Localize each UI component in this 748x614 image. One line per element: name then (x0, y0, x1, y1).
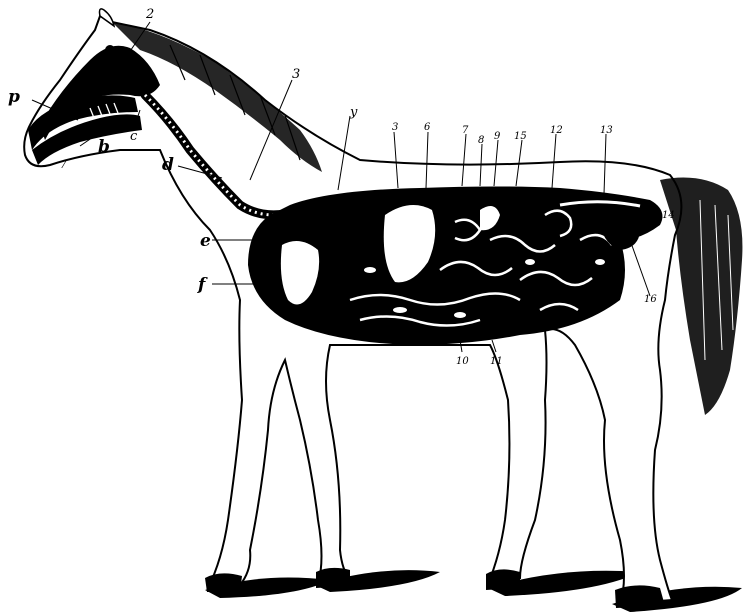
label-p: p (8, 87, 20, 107)
label-b: b (98, 137, 110, 157)
label-13: 13 (600, 125, 613, 136)
label-12: 12 (550, 125, 563, 136)
label-f: f (197, 275, 208, 295)
label-7-head: 7 (60, 160, 67, 171)
label-15: 15 (514, 131, 527, 142)
label-e: e (200, 231, 211, 251)
label-3-body: 3 (392, 122, 398, 133)
eye (105, 45, 115, 55)
label-c: c (130, 129, 138, 144)
label-2: 2 (145, 7, 154, 22)
label-8: 8 (478, 135, 484, 146)
label-14: 14 (662, 210, 675, 221)
label-y: y (349, 105, 358, 120)
label-6: 6 (424, 122, 431, 133)
label-3-neck: 3 (292, 67, 300, 82)
label-17: 17 (594, 300, 607, 311)
label-10: 10 (456, 356, 469, 367)
label-16: 16 (644, 294, 657, 305)
label-7-body: 7 (462, 125, 469, 136)
label-9: 9 (494, 131, 501, 142)
label-d: d (162, 155, 174, 175)
label-11: 11 (490, 356, 503, 367)
